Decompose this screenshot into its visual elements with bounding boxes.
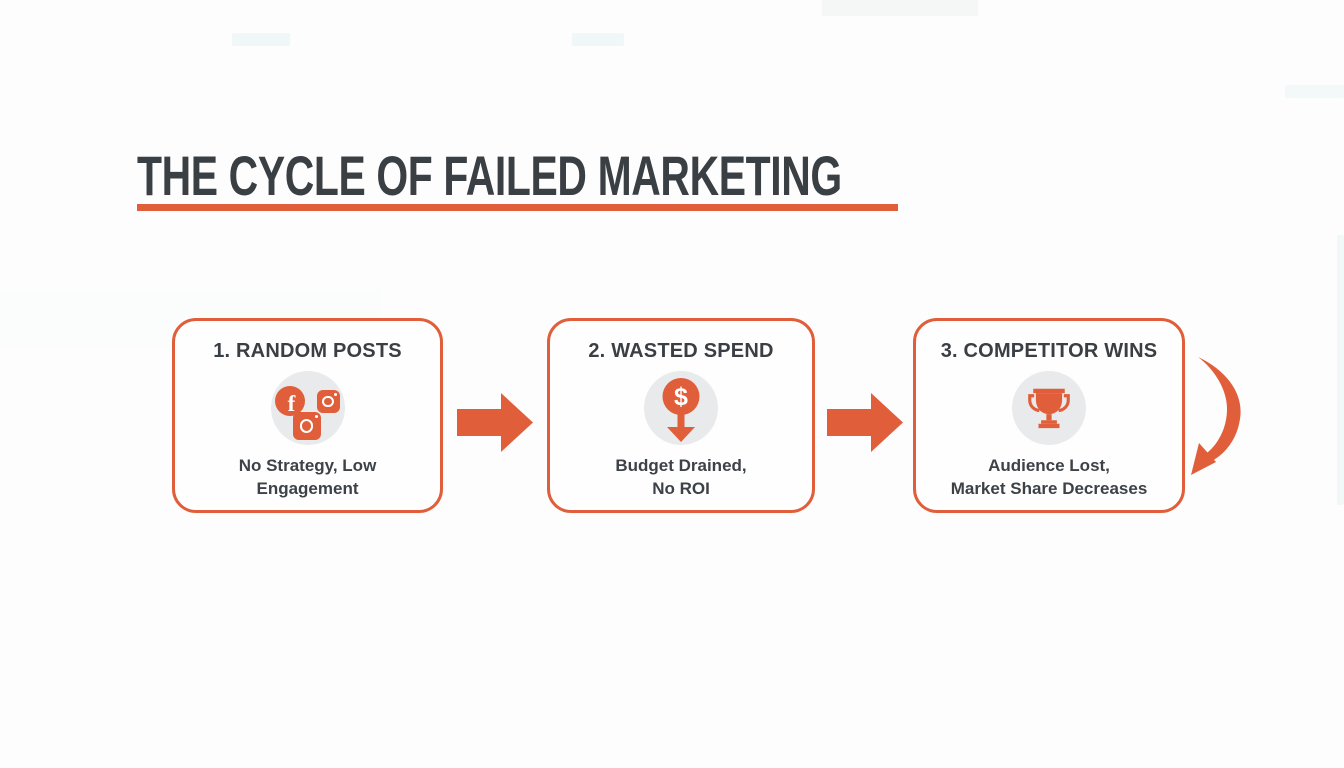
trophy-handle-left xyxy=(1028,394,1040,413)
arrow-right-icon xyxy=(827,393,903,452)
page-title: THE CYCLE OF FAILED MARKETING xyxy=(137,144,842,207)
instagram-icon-large xyxy=(292,412,321,440)
trophy-handle-right xyxy=(1058,394,1070,413)
down-arrow-head xyxy=(667,427,695,442)
camera-flash-dot xyxy=(333,393,337,396)
trophy-graphic xyxy=(1028,388,1070,429)
step-3-caption: Audience Lost, Market Share Decreases xyxy=(951,454,1148,500)
step-box-random-posts: 1. RANDOM POSTS f No Strategy, Low Engag… xyxy=(172,318,443,513)
dollar-circle xyxy=(662,378,700,415)
instagram-icon-small xyxy=(316,390,340,413)
facebook-f-glyph: f xyxy=(287,390,296,416)
cycle-arrow-head xyxy=(1191,443,1216,475)
background-artifact xyxy=(1285,85,1344,98)
camera-flash-dot xyxy=(314,415,318,418)
step-box-competitor-wins: 3. COMPETITOR WINS Audience Lost, Market… xyxy=(913,318,1185,513)
dollar-down-icon: $ xyxy=(644,371,718,445)
trophy-base-top xyxy=(1041,420,1057,424)
camera-lens-icon xyxy=(322,395,334,407)
dollar-down-arrow-graphic: $ xyxy=(662,378,700,442)
arrow-right-icon xyxy=(457,393,533,452)
step-3-caption-line1: Audience Lost, xyxy=(988,456,1110,475)
facebook-icon: f xyxy=(274,386,305,416)
trophy-cup xyxy=(1035,393,1063,415)
step-2-title: 2. WASTED SPEND xyxy=(588,340,774,362)
step-1-caption-line2: Engagement xyxy=(256,479,359,499)
camera-lens-icon xyxy=(299,419,314,433)
background-artifact xyxy=(1337,235,1344,505)
background-artifact xyxy=(572,33,624,46)
step-1-caption: No Strategy, Low Engagement xyxy=(239,454,377,500)
background-artifact xyxy=(232,33,290,46)
social-media-icon: f xyxy=(270,371,345,445)
trophy-rim xyxy=(1033,388,1065,394)
step-1-caption-line1: No Strategy, Low xyxy=(238,456,377,475)
title-underline xyxy=(137,204,898,211)
trophy-stem xyxy=(1046,414,1052,421)
cycle-arrow-arc xyxy=(1198,357,1241,461)
down-arrow-stem xyxy=(677,414,685,428)
cycle-repeat-arrow-icon xyxy=(1191,357,1241,475)
trophy-icon xyxy=(1012,371,1086,445)
step-2-caption-line2: No ROI xyxy=(652,479,710,499)
background-artifact xyxy=(822,0,978,16)
step-3-caption-line2: Market Share Decreases xyxy=(950,479,1148,499)
dollar-sign-glyph: $ xyxy=(674,383,688,411)
step-box-wasted-spend: 2. WASTED SPEND $ Budget Drained, No ROI xyxy=(547,318,815,513)
step-1-title: 1. RANDOM POSTS xyxy=(213,340,402,362)
trophy-base-bottom xyxy=(1038,423,1060,429)
step-2-caption-line1: Budget Drained, xyxy=(615,456,747,475)
step-2-caption: Budget Drained, No ROI xyxy=(615,454,746,500)
step-3-title: 3. COMPETITOR WINS xyxy=(940,340,1158,362)
